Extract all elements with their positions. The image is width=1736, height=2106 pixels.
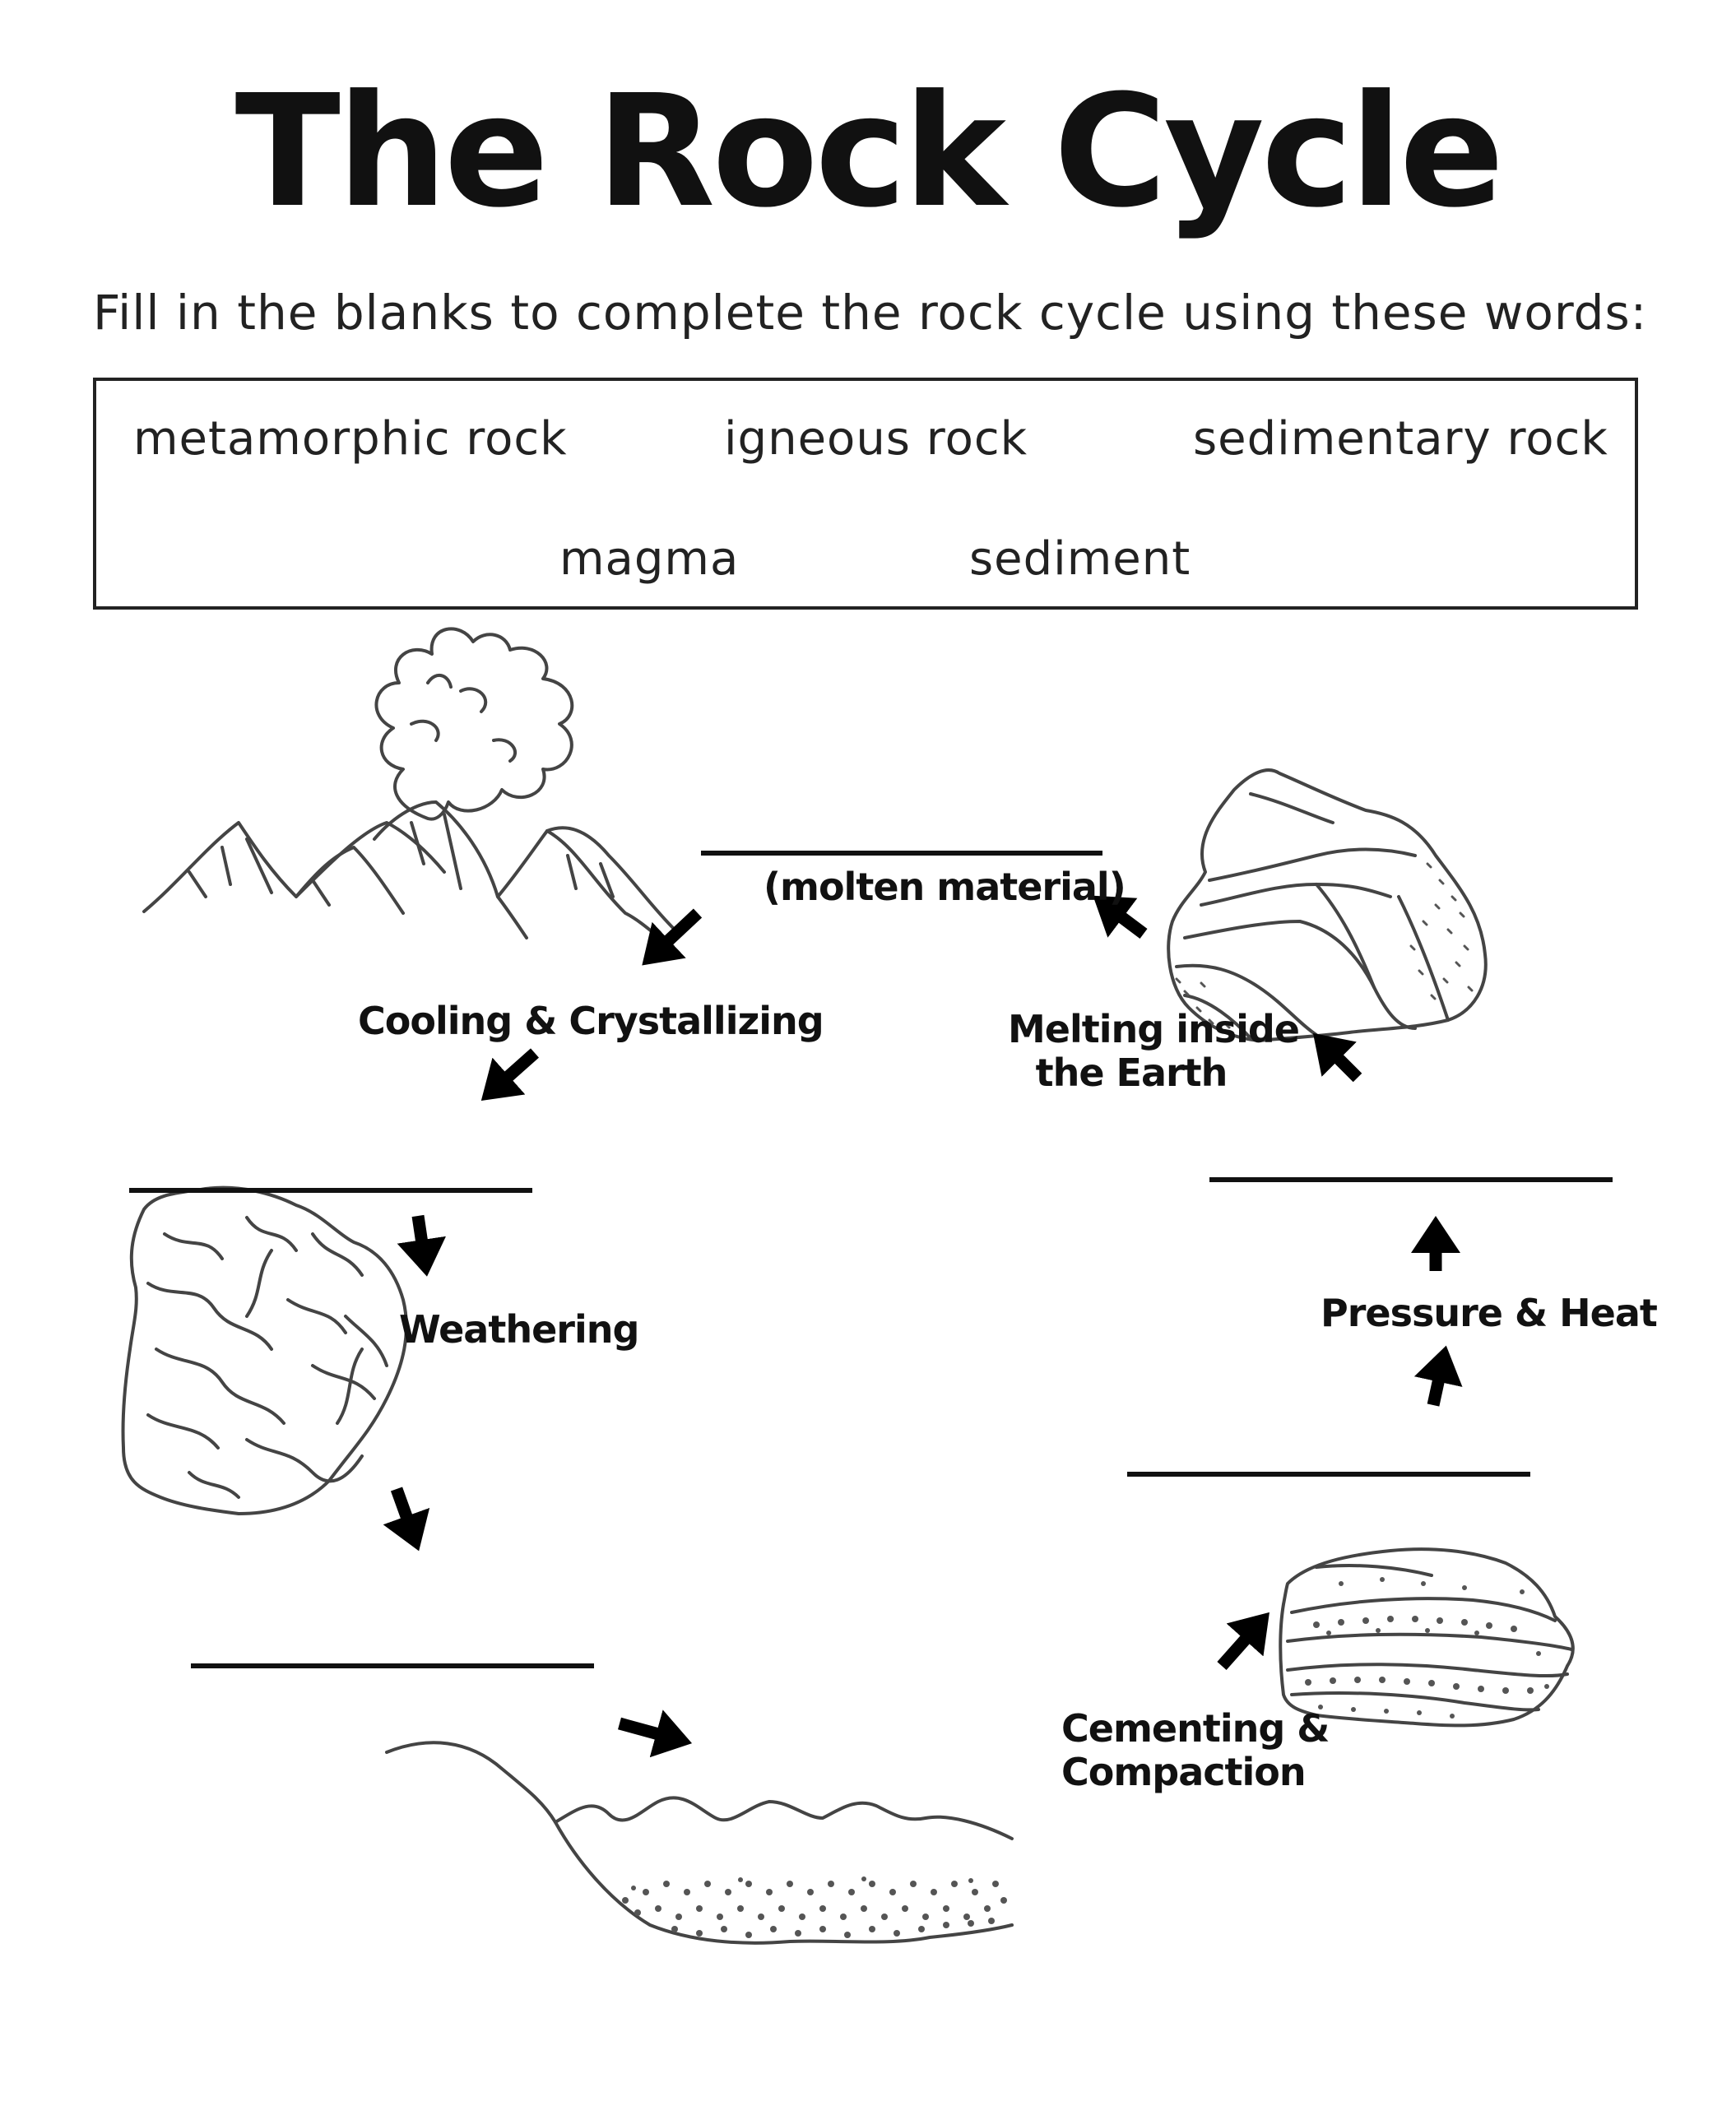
label-cementing-compaction: Cementing & Compaction bbox=[1061, 1706, 1330, 1794]
word-magma: magma bbox=[559, 532, 740, 586]
word-sedimentary-rock: sedimentary rock bbox=[1193, 412, 1608, 466]
word-bank-box: metamorphic rock igneous rock sedimentar… bbox=[93, 378, 1638, 610]
page-title: The Rock Cycle bbox=[234, 62, 1505, 242]
sediment-basin-illustration bbox=[385, 1741, 1014, 1945]
blank-metamorphic-rock[interactable] bbox=[1209, 1177, 1613, 1182]
arrow-weathering-down bbox=[383, 1487, 430, 1552]
label-melting-line2: the Earth bbox=[1035, 1050, 1228, 1095]
label-weathering: Weathering bbox=[399, 1307, 639, 1352]
label-melting-inside-earth: Melting inside the Earth bbox=[1008, 1007, 1300, 1095]
word-metamorphic-rock: metamorphic rock bbox=[133, 412, 568, 466]
label-cementing-line1: Cementing & bbox=[1061, 1706, 1330, 1751]
arrow-cooling-to-igneous bbox=[480, 1048, 539, 1101]
blank-sedimentary-rock[interactable] bbox=[1127, 1472, 1530, 1477]
blank-magma[interactable] bbox=[701, 851, 1102, 856]
arrow-melting-up bbox=[1312, 1032, 1362, 1083]
label-melting-line1: Melting inside bbox=[1008, 1007, 1300, 1051]
label-cementing-line2: Compaction bbox=[1061, 1749, 1307, 1794]
blank-sediment[interactable] bbox=[191, 1663, 594, 1668]
arrow-volcano-to-cooling bbox=[642, 908, 703, 966]
arrow-cementing-up bbox=[1217, 1612, 1270, 1670]
label-molten-material: (molten material) bbox=[764, 865, 1126, 909]
arrow-sediment-right bbox=[618, 1709, 693, 1758]
sedimentary-rock-illustration bbox=[1279, 1547, 1575, 1728]
arrow-pressure-up bbox=[1413, 1345, 1463, 1407]
metamorphic-rock-illustration bbox=[1167, 768, 1488, 1042]
volcano-illustration bbox=[142, 627, 676, 948]
blank-igneous-rock[interactable] bbox=[129, 1188, 532, 1193]
word-sediment: sediment bbox=[969, 532, 1191, 586]
arrow-to-magma bbox=[1093, 895, 1148, 939]
arrow-igneous-blank-down bbox=[397, 1214, 447, 1277]
word-igneous-rock: igneous rock bbox=[724, 412, 1028, 466]
instructions-text: Fill in the blanks to complete the rock … bbox=[93, 285, 1648, 341]
label-pressure-heat: Pressure & Heat bbox=[1321, 1291, 1658, 1335]
label-cooling-crystallizing: Cooling & Crystallizing bbox=[358, 999, 824, 1043]
igneous-rock-illustration bbox=[121, 1185, 408, 1515]
